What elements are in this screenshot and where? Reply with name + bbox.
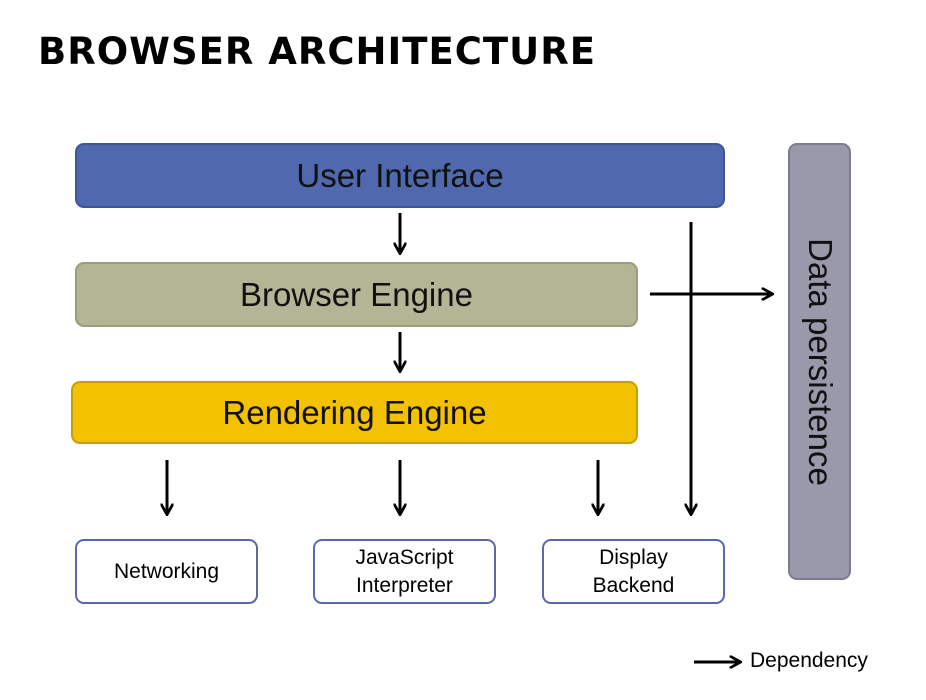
browser-engine-box: Browser Engine bbox=[75, 262, 638, 327]
javascript-interpreter-label: JavaScript Interpreter bbox=[355, 545, 454, 597]
legend-dependency-label: Dependency bbox=[750, 649, 868, 672]
javascript-interpreter-box: JavaScript Interpreter bbox=[313, 539, 496, 604]
data-persistence-box: Data persistence bbox=[788, 143, 851, 580]
user-interface-box: User Interface bbox=[75, 143, 725, 208]
page-title: BROWSER ARCHITECTURE bbox=[38, 30, 596, 73]
user-interface-label: User Interface bbox=[296, 156, 504, 194]
rendering-engine-label: Rendering Engine bbox=[222, 393, 487, 431]
networking-label: Networking bbox=[113, 559, 220, 583]
rendering-engine-box: Rendering Engine bbox=[71, 381, 638, 444]
browser-engine-label: Browser Engine bbox=[240, 275, 473, 313]
networking-box: Networking bbox=[75, 539, 258, 604]
display-backend-label: Display Backend bbox=[592, 545, 675, 597]
display-backend-box: Display Backend bbox=[542, 539, 725, 604]
